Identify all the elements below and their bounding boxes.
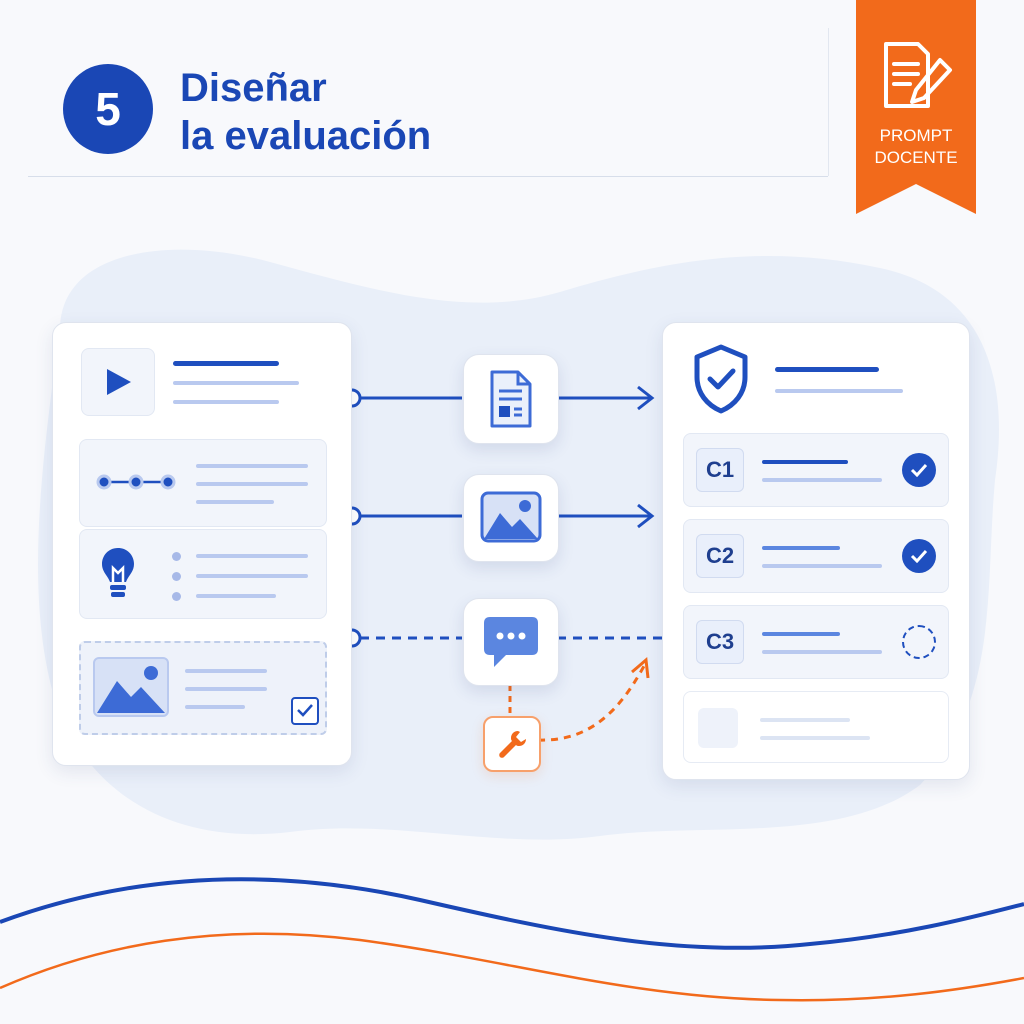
sequence-text-line [196, 464, 308, 468]
check-circle-icon [902, 539, 936, 573]
idea-text-line [196, 574, 308, 578]
content-card [52, 322, 352, 766]
sequence-text-line [196, 500, 274, 504]
feedback-node [463, 598, 559, 686]
image-checkbox[interactable] [291, 697, 319, 725]
image-item [79, 641, 327, 735]
wrench-icon [499, 731, 526, 758]
empty-criterion-row [683, 691, 949, 763]
criterion-label: C1 [696, 448, 744, 492]
header-vertical-divider [828, 28, 829, 176]
image-text-line [185, 705, 245, 709]
sequence-item [79, 439, 327, 527]
header-divider [28, 176, 828, 177]
criterion-row-c3: C3 [683, 605, 949, 679]
placeholder-square [698, 708, 738, 748]
play-icon [107, 369, 131, 395]
document-pencil-icon [884, 42, 952, 108]
image-node [463, 474, 559, 562]
image-icon [480, 491, 542, 543]
adjustment-node [483, 716, 541, 772]
bullet-dot [172, 552, 181, 561]
shield-check-icon [694, 344, 748, 414]
criterion-label: C2 [696, 534, 744, 578]
placeholder-line [760, 718, 850, 722]
criterion-row-c2: C2 [683, 519, 949, 593]
bullet-dot [172, 572, 181, 581]
bullet-dot [172, 592, 181, 601]
check-circle-icon [902, 453, 936, 487]
criterion-title-line [762, 546, 840, 550]
pending-circle-icon [902, 625, 936, 659]
idea-text-line [196, 554, 308, 558]
bottom-waves [0, 877, 1024, 1002]
criterion-row-c1: C1 [683, 433, 949, 507]
video-text-line [173, 400, 279, 404]
chat-bubble-icon [484, 617, 538, 667]
badge-text-line1: PROMPT [879, 126, 953, 145]
evaluation-text-line [775, 389, 903, 393]
evaluation-title-line [775, 367, 879, 372]
sequence-text-line [196, 482, 308, 486]
video-text-line [173, 381, 299, 385]
evaluation-card: C1 C2 C3 [662, 322, 970, 780]
idea-text-line [196, 594, 276, 598]
image-text-line [185, 687, 267, 691]
criterion-text-line [762, 564, 882, 568]
criterion-text-line [762, 478, 882, 482]
prompt-docente-badge: PROMPT DOCENTE [856, 0, 976, 214]
lightbulb-icon [102, 548, 134, 597]
criterion-label: C3 [696, 620, 744, 664]
criterion-text-line [762, 650, 882, 654]
step-number-circle: 5 [63, 64, 153, 154]
page-title-line1: Diseñar [180, 66, 327, 110]
criterion-title-line [762, 632, 840, 636]
criterion-title-line [762, 460, 848, 464]
checkmark-icon [297, 704, 313, 717]
document-icon [490, 370, 532, 428]
image-icon [93, 657, 169, 717]
document-node [463, 354, 559, 444]
image-text-line [185, 669, 267, 673]
badge-text-line2: DOCENTE [874, 148, 958, 167]
video-thumbnail [81, 348, 155, 416]
video-title-line [173, 361, 279, 366]
page-title-line2: la evaluación [180, 114, 432, 158]
idea-item [79, 529, 327, 619]
placeholder-line [760, 736, 870, 740]
timeline-steps-icon [96, 474, 176, 490]
